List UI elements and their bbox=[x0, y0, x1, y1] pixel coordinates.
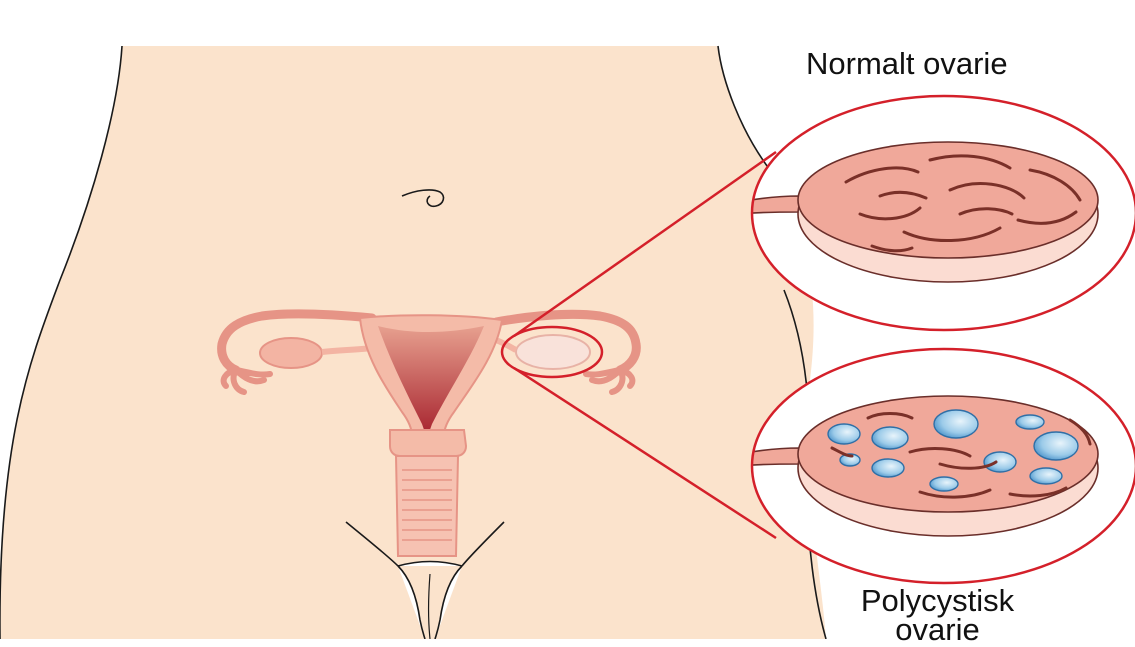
polycystic-label-line2: ovarie bbox=[830, 615, 1045, 644]
polycystic-label-line1: Polycystisk bbox=[830, 586, 1045, 615]
vaginal-canal bbox=[396, 456, 458, 556]
cervix bbox=[390, 430, 466, 456]
left-ovarian-ligament bbox=[322, 348, 372, 352]
left-ovary bbox=[260, 338, 322, 368]
right-ovary bbox=[516, 335, 590, 369]
polycystic-ovary-label: Polycystisk ovarie bbox=[830, 586, 1045, 645]
normal-ovary-label: Normalt ovarie bbox=[806, 48, 1008, 79]
